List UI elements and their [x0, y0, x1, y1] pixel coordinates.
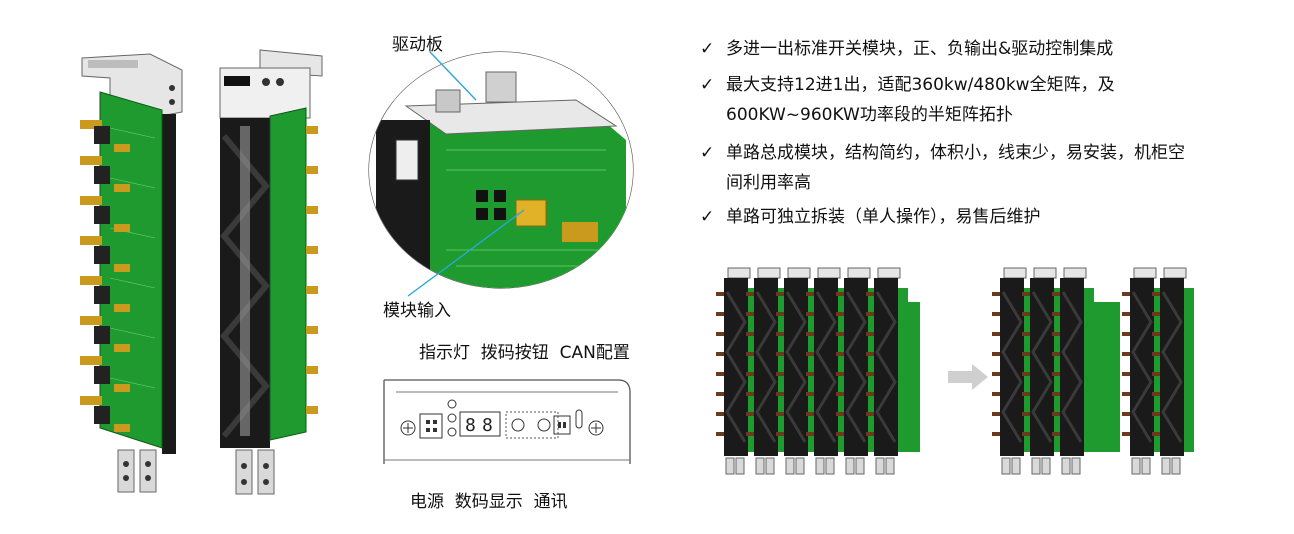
module-array-image: [716, 262, 952, 480]
checkmark-icon: ✓: [700, 207, 715, 227]
feature-text: 最大支持12进1出，适配360kw/480kw全矩阵，及: [726, 75, 1115, 95]
feature-item-2: ✓ 最大支持12进1出，适配360kw/480kw全矩阵，及: [700, 74, 1115, 96]
driver-board-zoom-image: [366, 50, 636, 290]
feature-text-continued: 间利用率高: [726, 173, 811, 193]
feature-item-3: ✓ 单路总成模块，结构简约，体积小，线束少，易安装，机柜空: [700, 142, 1185, 164]
feature-text: 多进一出标准开关模块，正、负输出&驱动控制集成: [726, 39, 1114, 59]
module-input-label: 模块输入: [383, 301, 451, 321]
panel-top-labels: 指示灯 拨码按钮 CAN配置: [419, 343, 630, 363]
module-front-image: [70, 48, 200, 498]
feature-item-4: ✓ 单路可独立拆装（单人操作），易售后维护: [700, 206, 1041, 228]
panel-drawing: 8 8: [382, 376, 634, 468]
module-array-separated-image: [990, 262, 1222, 480]
svg-text:8: 8: [465, 415, 476, 436]
arrow-right-icon: [948, 364, 990, 390]
checkmark-icon: ✓: [700, 39, 715, 59]
checkmark-icon: ✓: [700, 75, 715, 95]
feature-text-continued: 600KW~960KW功率段的半矩阵拓扑: [726, 105, 1013, 125]
checkmark-icon: ✓: [700, 143, 715, 163]
feature-text: 单路总成模块，结构简约，体积小，线束少，易安装，机柜空: [726, 143, 1185, 163]
driver-board-label: 驱动板: [392, 35, 443, 55]
svg-text:8: 8: [482, 415, 493, 436]
module-back-image: [210, 46, 330, 500]
feature-text: 单路可独立拆装（单人操作），易售后维护: [726, 207, 1041, 227]
feature-item-1: ✓ 多进一出标准开关模块，正、负输出&驱动控制集成: [700, 38, 1113, 60]
panel-bottom-labels: 电源 数码显示 通讯: [410, 492, 568, 512]
